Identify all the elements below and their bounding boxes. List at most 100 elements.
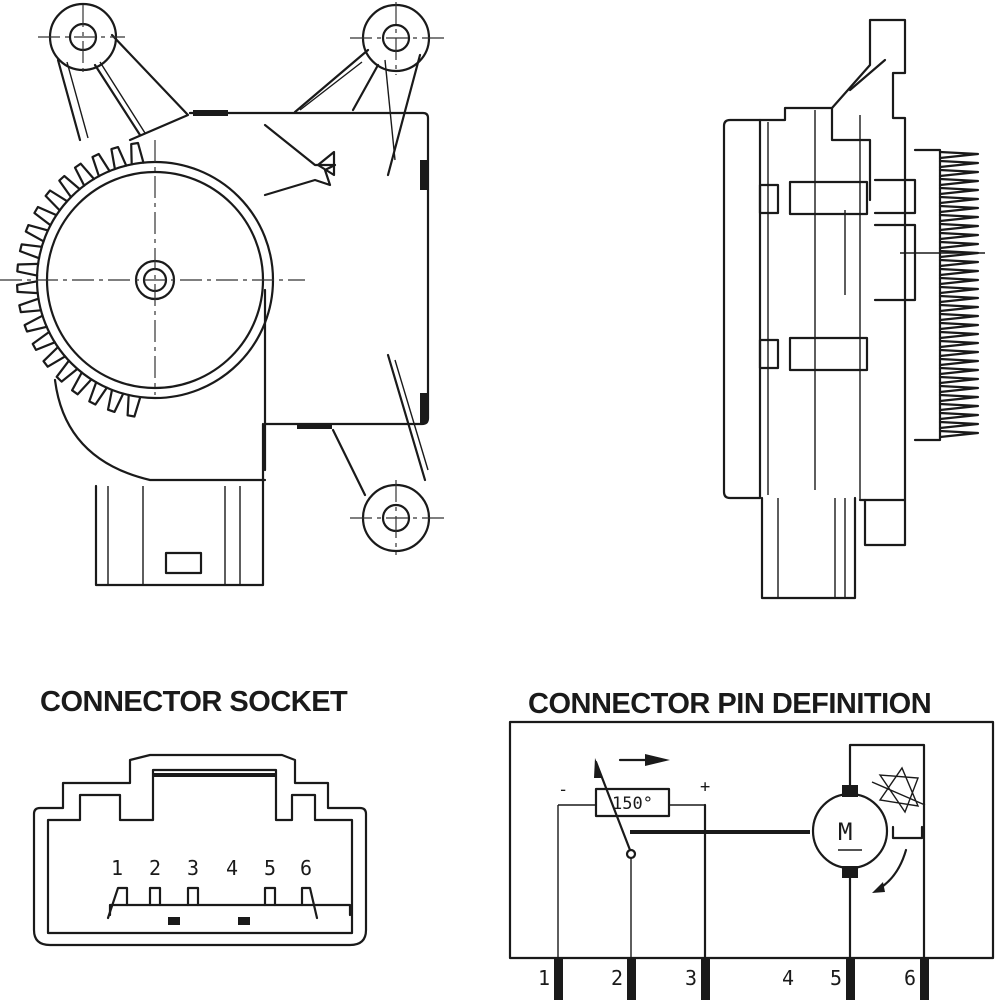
side-gear-tooth: [938, 411, 980, 421]
side-gear-tooth: [938, 393, 980, 403]
pin-definition-title: CONNECTOR PIN DEFINITION: [528, 688, 932, 720]
gear-tooth: [44, 189, 69, 212]
side-gear-tooth: [938, 240, 980, 250]
gear-tooth: [73, 162, 96, 187]
side-gear-tooth: [938, 231, 980, 241]
pin-number-label: 5: [830, 966, 842, 990]
connector-ribs: [107, 486, 241, 585]
direction-arrowhead: [645, 754, 670, 766]
socket-outer: [32, 753, 368, 947]
lug-tip: [316, 150, 336, 177]
lever-arm: [56, 33, 190, 142]
output-gear: [16, 141, 145, 418]
housing-clip: [420, 393, 427, 423]
side-gear-tooth: [938, 150, 980, 160]
housing-clip: [420, 160, 427, 190]
connector-latch: [164, 551, 203, 575]
gear-tooth: [110, 146, 128, 171]
pin-number-label: 3: [685, 966, 697, 990]
side-gear-tooth: [938, 303, 980, 313]
side-gear-tooth: [938, 294, 980, 304]
pin-terminal-3: [701, 958, 710, 1000]
socket-key: [238, 917, 250, 925]
gear-tooth: [55, 359, 79, 383]
gear-tooth: [18, 243, 43, 260]
side-boss: [788, 180, 869, 216]
pin-number-label: 2: [611, 966, 623, 990]
side-gear-tooth: [938, 321, 980, 331]
gear-tooth: [16, 262, 40, 277]
motor-brush-top: [842, 785, 858, 797]
socket-pin-label: 5: [264, 856, 276, 880]
housing-clip: [297, 424, 332, 429]
side-gear-tooth: [938, 177, 980, 187]
plus-label: +: [700, 777, 710, 797]
connector-socket-title: CONNECTOR SOCKET: [40, 686, 348, 718]
socket-inner: [46, 768, 354, 935]
side-gear-tooth: [938, 285, 980, 295]
wiper-arrowhead: [594, 758, 603, 778]
side-shaft: [873, 178, 917, 302]
lever-arm-inner: [394, 359, 429, 471]
side-gear-tooth: [938, 168, 980, 178]
minus-label: -: [558, 780, 568, 800]
potentiometer-value: 150°: [612, 794, 653, 814]
lever-arm: [293, 48, 422, 177]
housing-clip: [193, 110, 228, 116]
wire-pin-6: [848, 743, 926, 960]
side-gear-body: [913, 148, 942, 442]
pin-terminal-1: [554, 958, 563, 1000]
side-gear-tooth: [938, 429, 980, 439]
gear-tooth: [31, 330, 56, 351]
connector-shroud: [94, 422, 265, 587]
side-gear-tooth: [938, 366, 980, 376]
wiper-contact: [625, 848, 637, 860]
pin-number-label: 4: [782, 966, 794, 990]
side-boss: [788, 336, 869, 372]
side-gear-tooth: [938, 267, 980, 277]
gear-housing-curve: [53, 378, 267, 482]
actuator-front-view: [0, 2, 445, 587]
motor-brush-bottom: [842, 866, 858, 878]
socket-pin-label: 2: [149, 856, 161, 880]
side-gear-tooth: [938, 159, 980, 169]
side-housing: [758, 18, 907, 502]
side-gear-tooth: [938, 357, 980, 367]
side-gear-tooth: [938, 420, 980, 430]
side-lug-edge: [848, 58, 887, 92]
gear-tooth: [58, 174, 81, 199]
gear-tooth: [23, 314, 48, 333]
side-clip: [758, 338, 780, 370]
gear-tooth: [91, 152, 111, 178]
gear-tooth: [33, 205, 58, 227]
side-gear-tooth: [938, 312, 980, 322]
side-gear-tooth: [938, 186, 980, 196]
side-bracket: [863, 498, 907, 547]
suppressor-symbol: [871, 766, 926, 814]
side-lug: [830, 106, 872, 202]
rotation-arrowhead: [872, 882, 885, 893]
pin-terminal-2: [627, 958, 636, 1000]
socket-pin-label: 6: [300, 856, 312, 880]
side-cover: [722, 118, 762, 500]
side-gear-tooth: [938, 213, 980, 223]
lever-arm: [331, 353, 427, 497]
side-gear-tooth: [938, 195, 980, 205]
pin-terminal-6: [920, 958, 929, 1000]
socket-pin-label: 1: [111, 856, 123, 880]
gear-tooth: [130, 141, 145, 166]
actuator-side-view: [722, 18, 985, 600]
motor-label: M: [838, 818, 852, 846]
side-clip: [758, 183, 780, 215]
lever-arm-inner: [299, 59, 396, 161]
schematic-frame: [508, 720, 995, 960]
side-gear-tooth: [938, 258, 980, 268]
side-gear-tooth: [938, 222, 980, 232]
gear-tooth: [106, 388, 125, 413]
side-gear-tooth: [938, 276, 980, 286]
side-gear-teeth: [913, 148, 980, 442]
side-gear-tooth: [938, 339, 980, 349]
